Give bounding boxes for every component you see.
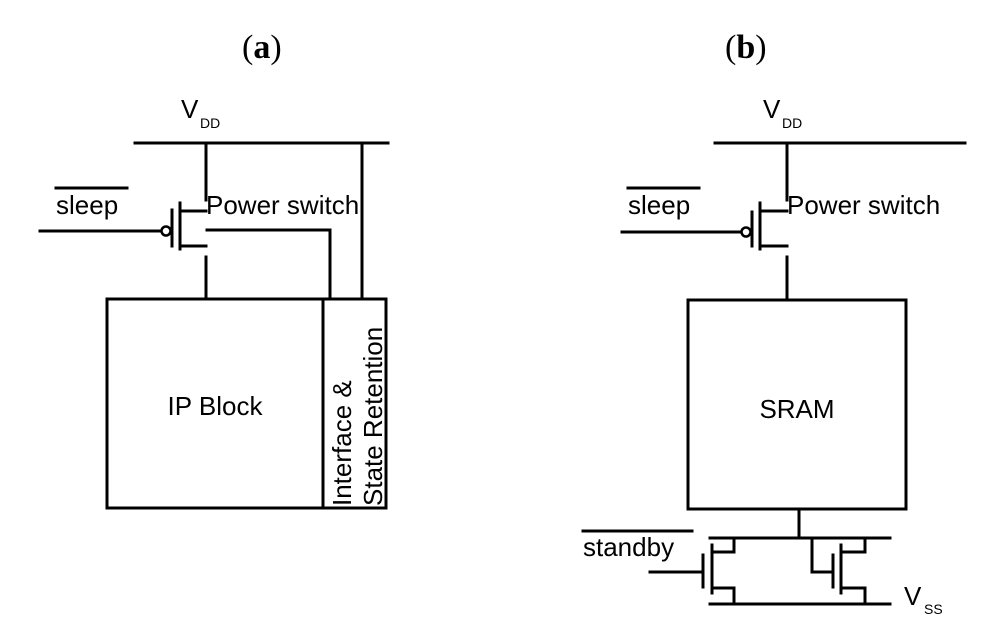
panel-b-power-switch-label: Power switch	[787, 190, 940, 220]
ip-block	[105, 297, 325, 510]
panel-a-sleep-label: sleep	[56, 190, 118, 220]
panel-a-vdd-label: V	[181, 94, 199, 124]
sram-block	[686, 298, 908, 511]
panel-a-label: a	[253, 29, 270, 66]
panel-a-gate-bubble	[160, 225, 172, 237]
panel-b-vdd-label: V	[763, 94, 781, 124]
retention-label-line1: Interface &	[327, 380, 357, 506]
panel-a-power-switch-label: Power switch	[206, 190, 359, 220]
standby-footer-switches	[648, 508, 892, 606]
ip-block-label: IP Block	[168, 391, 264, 421]
panel-b-gate-bubble	[740, 226, 752, 238]
retention-label-line2: State Retention	[358, 327, 388, 506]
panel-b-sleep-label: sleep	[628, 190, 690, 220]
panel-a-power-switch-transistor	[38, 143, 208, 302]
interface-state-retention-block	[321, 297, 388, 510]
panel-b-power-switch-transistor	[620, 143, 789, 302]
sram-label: SRAM	[759, 394, 834, 424]
standby-label: standby	[583, 532, 674, 562]
vss-label: V	[904, 581, 922, 611]
panel-b-vdd-subscript: DD	[782, 115, 802, 131]
panel-b-label: b	[736, 29, 755, 66]
svg-text:(a): (a)	[242, 29, 282, 66]
panel-b: (b) V DD sleep Power switch SRAM	[581, 29, 967, 617]
vss-subscript: SS	[924, 601, 943, 617]
svg-text:(b): (b)	[725, 29, 767, 66]
panel-a: (a) V DD sleep Power switch IP Block In	[38, 29, 390, 510]
panel-a-vdd-subscript: DD	[200, 115, 220, 131]
